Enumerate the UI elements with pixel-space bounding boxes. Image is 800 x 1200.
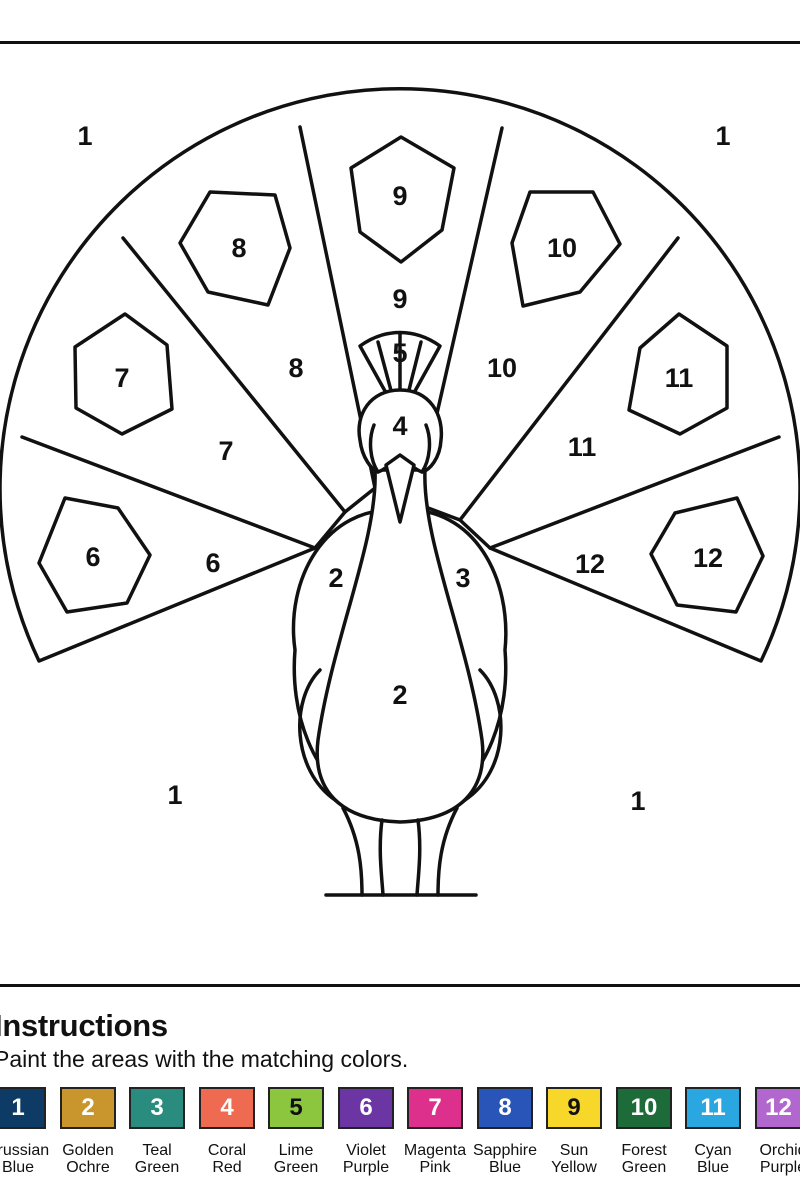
instructions-title: Instructions — [0, 1008, 168, 1043]
fan-divider-lines — [20, 125, 781, 550]
region-number: 10 — [547, 233, 577, 263]
region-number: 11 — [665, 363, 694, 393]
swatch-2: 2 — [60, 1087, 116, 1129]
region-number: 12 — [575, 549, 605, 579]
swatch-10: 10 — [616, 1087, 672, 1129]
swatch-label-12: OrchidPurple — [759, 1142, 800, 1176]
region-number: 1 — [167, 780, 182, 810]
swatch-7: 7 — [407, 1087, 463, 1129]
region-number: 2 — [328, 563, 343, 593]
fan-eye-10 — [510, 190, 622, 308]
swatch-3: 3 — [129, 1087, 185, 1129]
swatch-5: 5 — [268, 1087, 324, 1129]
peacock-beak — [384, 453, 416, 524]
fan-eye-9 — [349, 135, 456, 264]
region-number: 6 — [85, 542, 100, 572]
swatch-11: 11 — [685, 1087, 741, 1129]
region-number: 10 — [487, 353, 517, 383]
region-number: 9 — [392, 284, 407, 314]
instructions-text: Paint the areas with the matching colors… — [0, 1046, 409, 1072]
region-number: 5 — [392, 338, 407, 368]
swatch-6: 6 — [338, 1087, 394, 1129]
peacock-coloring-artwork: 1 1 1 1 6 6 7 7 8 8 9 9 10 10 11 11 12 1… — [0, 87, 800, 897]
swatch-4: 4 — [199, 1087, 255, 1129]
region-number: 2 — [392, 680, 407, 710]
swatch-12: 12 — [755, 1087, 800, 1129]
bottom-rule — [0, 984, 800, 987]
swatch-label-1: PrussianBlue — [0, 1142, 50, 1176]
region-number: 9 — [392, 181, 407, 211]
region-number: 1 — [630, 786, 645, 816]
fan-eye-6 — [37, 496, 152, 614]
region-number: 7 — [114, 363, 129, 393]
region-number: 6 — [205, 548, 220, 578]
peacock-legs — [341, 806, 459, 897]
region-number: 11 — [568, 432, 597, 462]
fan-eye-11 — [627, 312, 729, 436]
top-rule — [0, 41, 800, 44]
fan-eye-8 — [178, 190, 292, 307]
region-number: 1 — [77, 121, 92, 151]
region-number: 4 — [392, 411, 407, 441]
region-number: 7 — [218, 436, 233, 466]
region-number: 12 — [693, 543, 723, 573]
region-number: 3 — [455, 563, 470, 593]
region-number: 8 — [231, 233, 246, 263]
region-number: 1 — [715, 121, 730, 151]
fan-eye-12 — [649, 496, 765, 614]
swatch-9: 9 — [546, 1087, 602, 1129]
swatch-1: 1 — [0, 1087, 46, 1129]
swatch-8: 8 — [477, 1087, 533, 1129]
region-number: 8 — [288, 353, 303, 383]
fan-eye-7 — [73, 312, 174, 436]
peacock-neck — [315, 468, 485, 824]
